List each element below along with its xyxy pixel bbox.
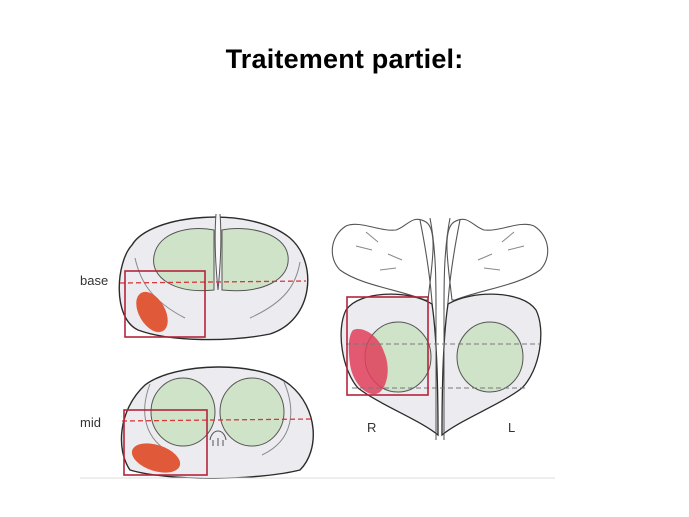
coronal-urethra (435, 300, 445, 440)
seminal-vesicle-left (331, 218, 434, 301)
base-peripheral-curve-left (134, 257, 186, 319)
mid-transition-zone-left (150, 377, 216, 447)
mid-transition-zone-right (219, 377, 285, 447)
label-right: R (367, 420, 376, 435)
coronal-transition-zone-left (456, 321, 524, 393)
axial-mid-section (120, 366, 314, 479)
base-transition-zone-right (221, 227, 289, 292)
seminal-vesicle-right-folds (477, 231, 525, 271)
base-treatment-box (124, 270, 206, 338)
mid-treatment-box (123, 409, 208, 476)
base-peripheral-curve-right (249, 261, 301, 319)
mid-verumontanum (209, 430, 227, 446)
base-urethra (214, 213, 222, 291)
axial-base-section (118, 213, 309, 341)
base-level-line (119, 280, 307, 284)
mid-lesion (131, 443, 181, 473)
coronal-section (331, 217, 549, 440)
vas-deferens (419, 217, 461, 321)
label-left: L (508, 420, 515, 435)
seminal-vesicle-right (446, 218, 549, 301)
base-transition-zone-left (153, 227, 215, 292)
slide-title: Traitement partiel: (225, 44, 464, 74)
coronal-lesion (348, 328, 388, 395)
base-lesion (136, 291, 168, 333)
seminal-vesicle-left-folds (355, 231, 403, 271)
label-base: base (80, 273, 108, 288)
label-mid: mid (80, 415, 101, 430)
mid-peripheral-curve-right (261, 381, 292, 456)
coronal-treatment-box (346, 296, 429, 396)
